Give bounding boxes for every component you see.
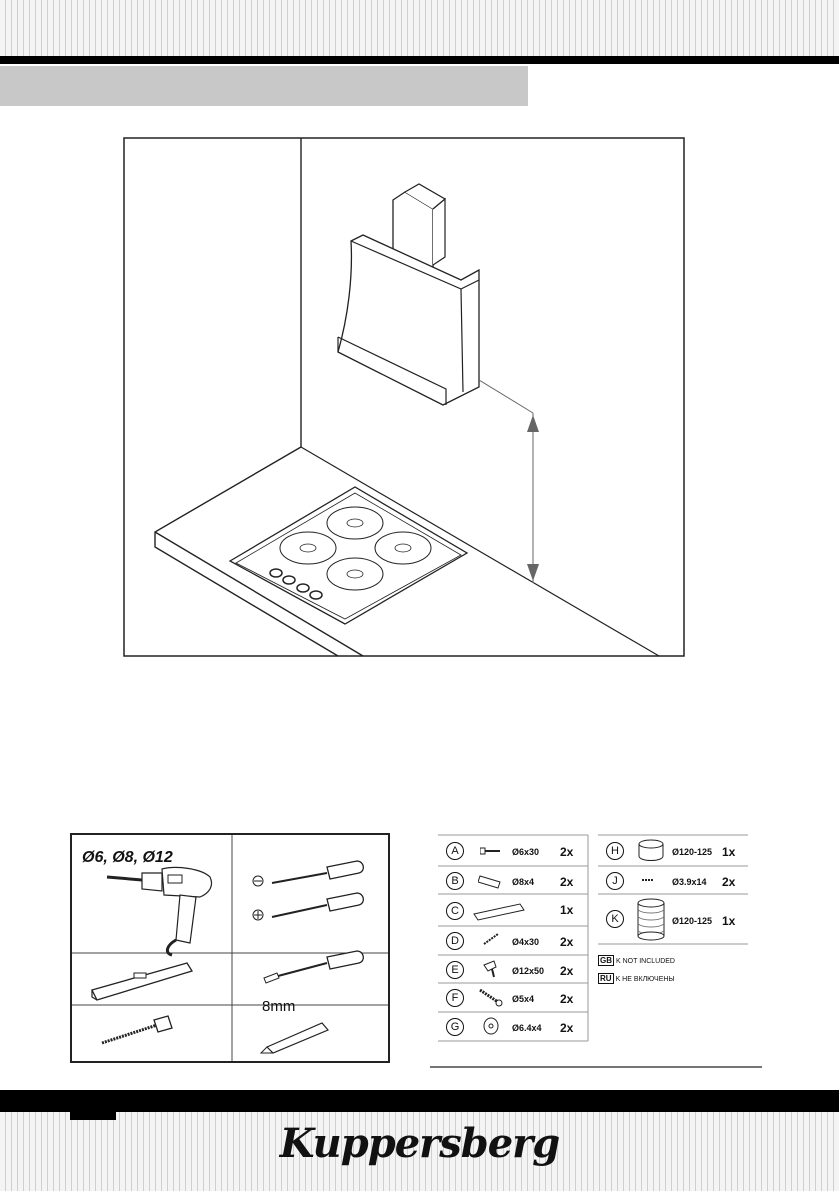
- part-size-j: Ø3.9x14: [672, 877, 707, 887]
- part-size-g: Ø6.4x4: [512, 1023, 542, 1033]
- screw-d-icon: [483, 933, 499, 945]
- part-letter-a: A: [446, 842, 464, 860]
- top-black-bar: [0, 56, 839, 64]
- screw-j-icon: [642, 879, 654, 881]
- part-letter-c: C: [446, 902, 464, 920]
- parts-list: A Ø6x30 2x B Ø8x4 2x C 1x D Ø4x30 2x E Ø…: [430, 830, 766, 1070]
- part-letter-b: B: [446, 872, 464, 890]
- bracket-c-icon: [473, 903, 525, 921]
- part-letter-e: E: [446, 961, 464, 979]
- duct-k-icon: [637, 898, 665, 941]
- flat-screwdriver-icon: [252, 860, 364, 887]
- hob-illustration: [228, 486, 469, 625]
- part-qty-a: 2x: [560, 845, 574, 859]
- part-qty-g: 2x: [560, 1021, 574, 1035]
- spirit-level-icon: [91, 962, 194, 1001]
- part-size-k: Ø120-125: [672, 916, 713, 926]
- part-size-a: Ø6x30: [512, 847, 540, 857]
- part-qty-d: 2x: [560, 935, 574, 949]
- drill-icon: [106, 866, 213, 957]
- flange-h-icon: [638, 839, 664, 861]
- part-qty-h: 1x: [722, 845, 736, 859]
- part-qty-k: 1x: [722, 914, 736, 928]
- tape-measure-icon: [101, 1015, 173, 1045]
- washer-g-icon: [483, 1017, 499, 1035]
- drill-bit-sizes: Ø6, Ø8, Ø12: [82, 849, 173, 866]
- cross-screwdriver-icon: [252, 892, 364, 921]
- screw-a-icon: [480, 847, 500, 855]
- brand-logo: Kuppersberg: [279, 1120, 560, 1167]
- part-size-b: Ø8x4: [512, 877, 535, 887]
- language-code-gb: GB: [598, 955, 614, 966]
- socket-driver-icon: [263, 950, 364, 984]
- language-code-ru: RU: [598, 973, 614, 984]
- part-qty-c: 1x: [560, 903, 574, 917]
- bottom-black-bar: [0, 1090, 839, 1112]
- part-letter-j: J: [606, 872, 624, 890]
- part-letter-h: H: [606, 842, 624, 860]
- bottom-stripe-band: [0, 1112, 839, 1191]
- bolt-f-icon: [479, 988, 503, 1007]
- part-qty-e: 2x: [560, 964, 574, 978]
- part-qty-j: 2x: [722, 875, 736, 889]
- socket-size-label: 8mm: [262, 998, 296, 1015]
- note-gb-text: K NOT INCLUDED: [616, 958, 675, 965]
- part-size-f: Ø5x4: [512, 994, 535, 1004]
- part-letter-k: K: [606, 910, 624, 928]
- section-header-band: [0, 66, 528, 106]
- page-tab-marker: [70, 1110, 116, 1120]
- anchor-e-icon: [483, 960, 497, 978]
- part-letter-d: D: [446, 932, 464, 950]
- top-stripe-band: [0, 0, 839, 56]
- part-size-h: Ø120-125: [672, 847, 713, 857]
- note-ru-text: K НЕ ВКЛЮЧЕНЫ: [615, 976, 675, 983]
- part-qty-f: 2x: [560, 992, 574, 1006]
- pencil-icon: [259, 1022, 329, 1054]
- part-letter-f: F: [446, 989, 464, 1007]
- part-size-e: Ø12x50: [512, 966, 545, 976]
- hood-illustration: [337, 183, 480, 406]
- installation-illustration: [123, 137, 685, 657]
- part-letter-g: G: [446, 1018, 464, 1036]
- part-size-d: Ø4x30: [512, 937, 540, 947]
- wall-plug-b-icon: [478, 875, 501, 889]
- part-qty-b: 2x: [560, 875, 574, 889]
- tools-panel: Ø6, Ø8, Ø12 8mm: [70, 833, 390, 1063]
